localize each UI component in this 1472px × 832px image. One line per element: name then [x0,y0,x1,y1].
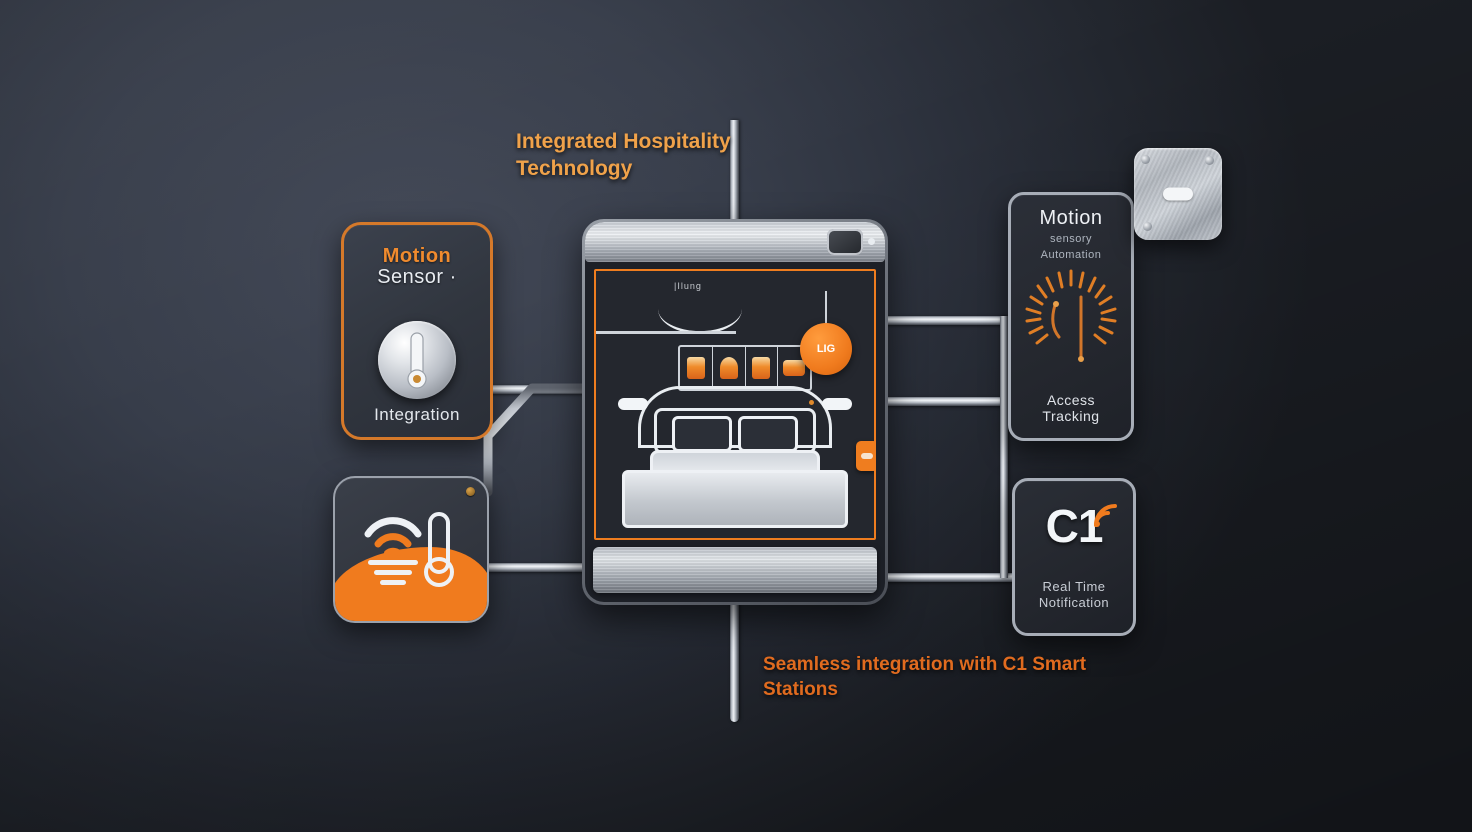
camera-icon [827,229,863,255]
access-tracking-footer: Access Tracking [1011,392,1131,424]
connector-wifi-thermo [483,383,593,497]
amenity-icon-4-glyph [783,360,806,376]
nightstand-lamp-left [618,398,648,410]
screen-rail-line [596,331,736,334]
motion-sensor-title-1: Motion [382,245,452,267]
footer-caption: Seamless integration with C1 Smart Stati… [763,654,1087,700]
c1-logo: C1 [1045,500,1104,552]
screen-header-text: |Ilung [674,281,702,291]
tablet-top-bezel [585,222,885,262]
c1-footer: Real Time Notification [1015,579,1133,611]
connector-c1-lower [884,573,1016,582]
tablet-screen[interactable]: |Ilung LIG [594,269,876,540]
vertical-connector-bottom [730,600,739,722]
vertical-connector-top [730,120,739,224]
pillow-right [738,416,798,452]
connector-right-vertical [1000,316,1008,578]
page-title: Integrated Hospitality Technology [516,130,731,180]
motion-sensor-footer: Integration [374,405,460,424]
amenity-icon-3[interactable] [746,347,779,389]
bed-base [622,470,848,528]
connector-wifi-thermo-stub [482,563,588,572]
access-tracking-footer-2: Tracking [1042,408,1100,424]
access-tracking-subtitle-1: sensory [1049,233,1093,245]
amenity-icon-2-glyph [719,357,738,379]
card-motion-sensor[interactable]: Motion Sensor · Integration [341,222,493,440]
status-badge[interactable]: LIG [800,323,852,375]
amenity-icon-2[interactable] [713,347,746,389]
amenity-icon-row[interactable] [678,345,812,391]
hotel-bed-illustration [614,386,856,536]
access-tracking-title: Motion [1039,207,1103,229]
amenity-icon-4[interactable] [778,347,810,389]
card-c1-station[interactable]: C1 Real Time Notification [1012,478,1136,636]
amenity-icon-1[interactable] [680,347,713,389]
pillow-left [672,416,732,452]
screw-icon [1143,222,1152,231]
motion-sensor-title-2: Sensor · [377,266,457,288]
brushed-metal-panel[interactable] [1134,148,1222,240]
access-tracking-footer-1: Access [1046,392,1096,408]
thermometer-dial-icon [378,321,456,399]
wifi-thermometer-icon [364,512,454,587]
status-led [868,238,875,245]
nightstand-lamp-right [822,398,852,410]
tablet-bottom-bezel [593,547,877,593]
wifi-signal-icon [1094,504,1117,527]
card-wifi-thermo[interactable] [333,476,489,623]
access-tracking-subtitle-2: Automation [1040,249,1102,261]
radial-gauge-icon [1025,269,1117,362]
bed-headboard-outer [638,386,832,448]
screw-icon [1205,156,1214,165]
screw-icon [1141,155,1150,164]
c1-footer-2: Notification [1038,595,1110,610]
oval-indicator [1163,187,1193,201]
badge-hanger-line [825,291,827,325]
connector-access-tracking [884,316,1012,325]
amenity-icon-1-glyph [686,357,705,379]
amenity-icon-3-glyph [752,357,771,379]
nightstand-indicator [809,400,814,405]
screen-side-tab[interactable] [856,441,874,471]
connector-c1-station [884,397,1012,406]
screw-icon [466,487,475,496]
tablet-body: |Ilung LIG [585,222,885,602]
tablet-device[interactable]: |Ilung LIG [582,219,888,605]
c1-footer-1: Real Time [1042,579,1106,594]
card-access-tracking[interactable]: Motion sensory Automation [1008,192,1134,441]
